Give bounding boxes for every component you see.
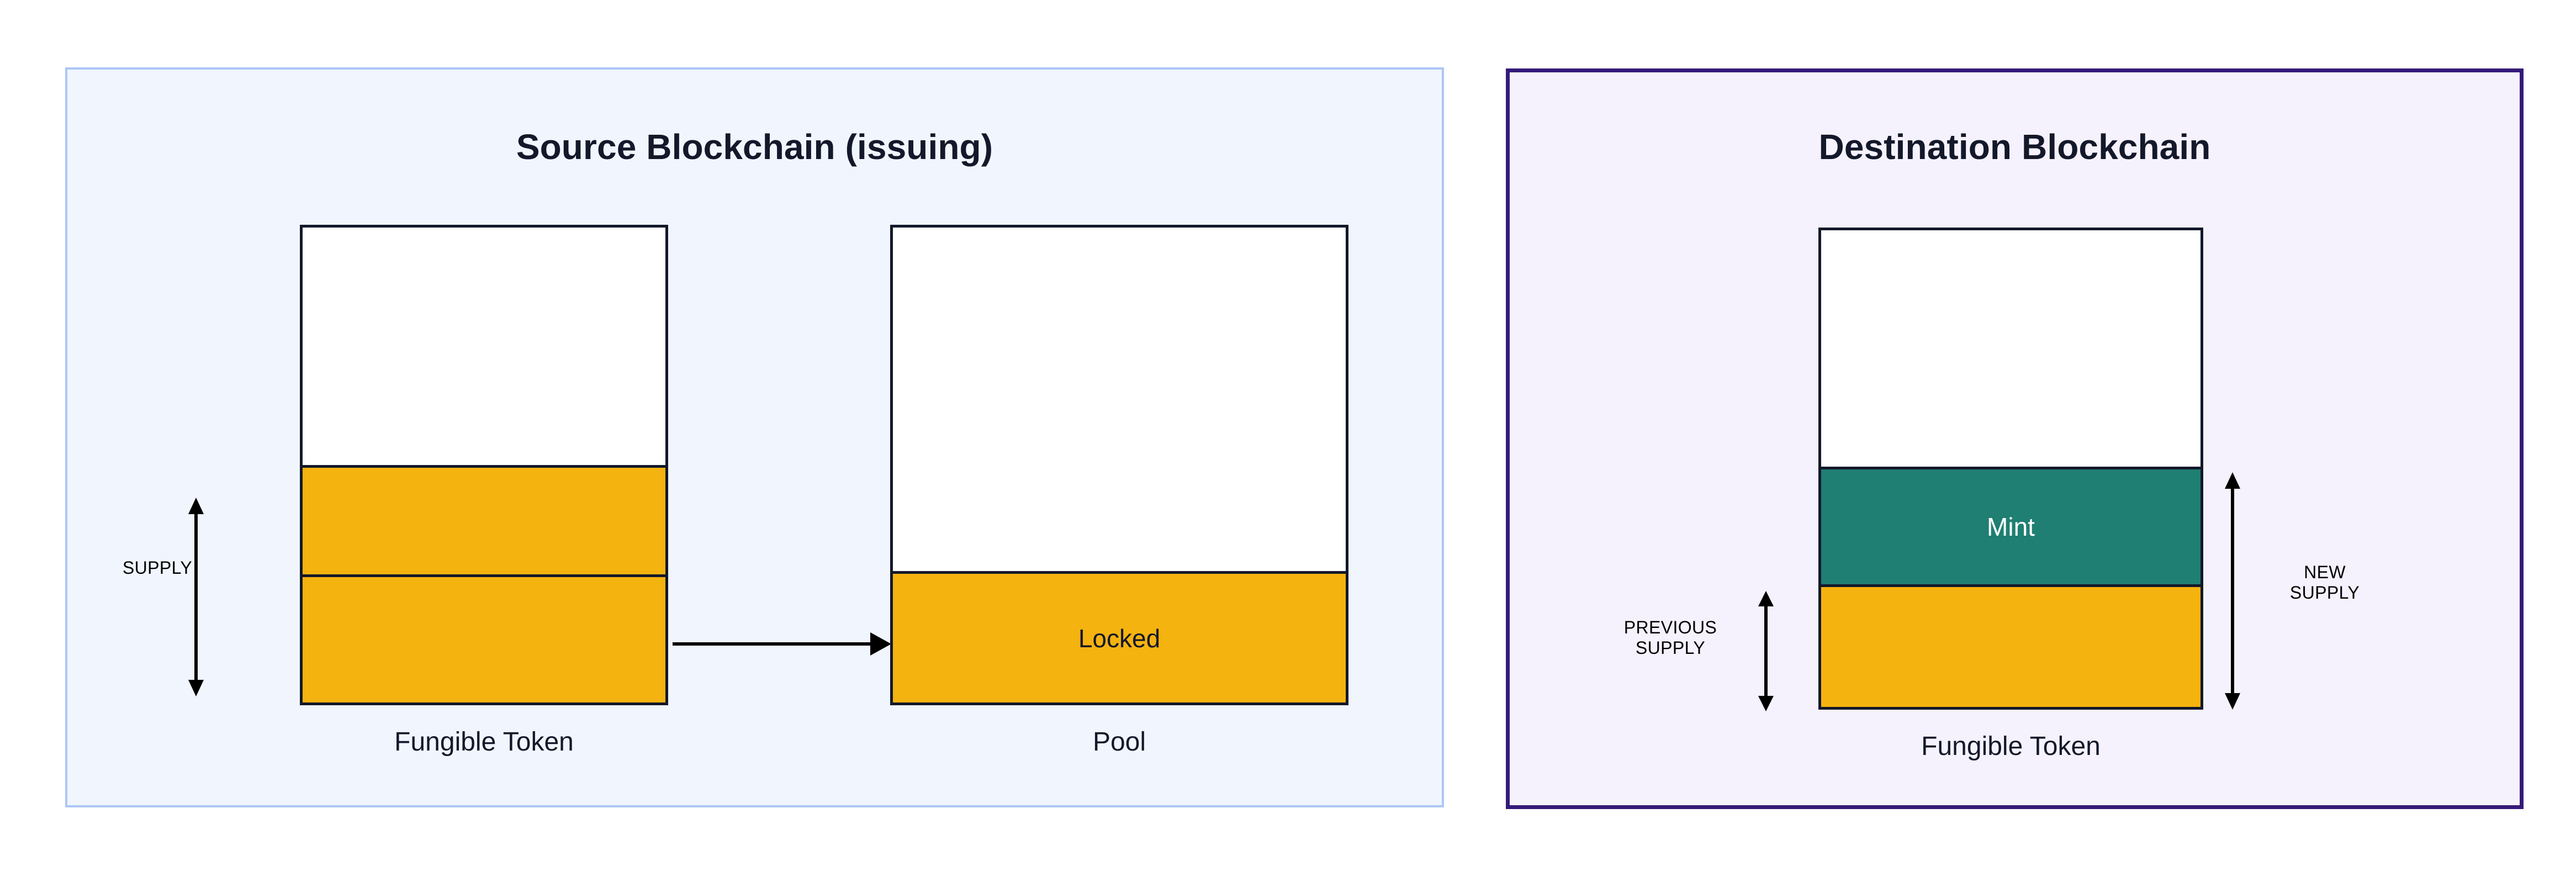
- source-pool-box: Locked: [890, 225, 1348, 705]
- source-token-supply-upper-segment: [303, 465, 665, 574]
- pool-locked-label: Locked: [1078, 624, 1161, 653]
- pool-locked-segment: Locked: [893, 571, 1346, 702]
- destination-fungible-token-box: Mint: [1818, 228, 2203, 710]
- previous-supply-measure-label: PREVIOUS SUPPLY: [1623, 617, 1717, 658]
- source-token-supply-lower-segment: [303, 574, 665, 702]
- new-supply-measure-label: NEW SUPPLY: [2289, 562, 2360, 603]
- source-token-headroom-segment: [303, 228, 665, 465]
- destination-token-mint-segment: Mint: [1821, 467, 2201, 584]
- lock-transfer-arrow: [668, 624, 895, 667]
- source-fungible-token-box: [300, 225, 668, 705]
- pool-headroom-segment: [893, 228, 1346, 571]
- destination-token-previous-supply-segment: [1821, 584, 2201, 707]
- previous-supply-measure-arrow: [1758, 591, 1774, 711]
- source-panel-title: Source Blockchain (issuing): [516, 127, 993, 167]
- supply-measure-label: SUPPLY: [122, 558, 193, 578]
- new-supply-measure-arrow: [2224, 472, 2241, 710]
- source-pool-caption: Pool: [1092, 727, 1146, 757]
- destination-panel-title: Destination Blockchain: [1818, 127, 2211, 167]
- source-fungible-token-caption: Fungible Token: [394, 727, 574, 757]
- destination-fungible-token-caption: Fungible Token: [1921, 732, 2101, 761]
- destination-token-mint-label: Mint: [1987, 513, 2035, 541]
- destination-token-headroom-segment: [1821, 230, 2201, 467]
- supply-measure-arrow: [188, 498, 204, 696]
